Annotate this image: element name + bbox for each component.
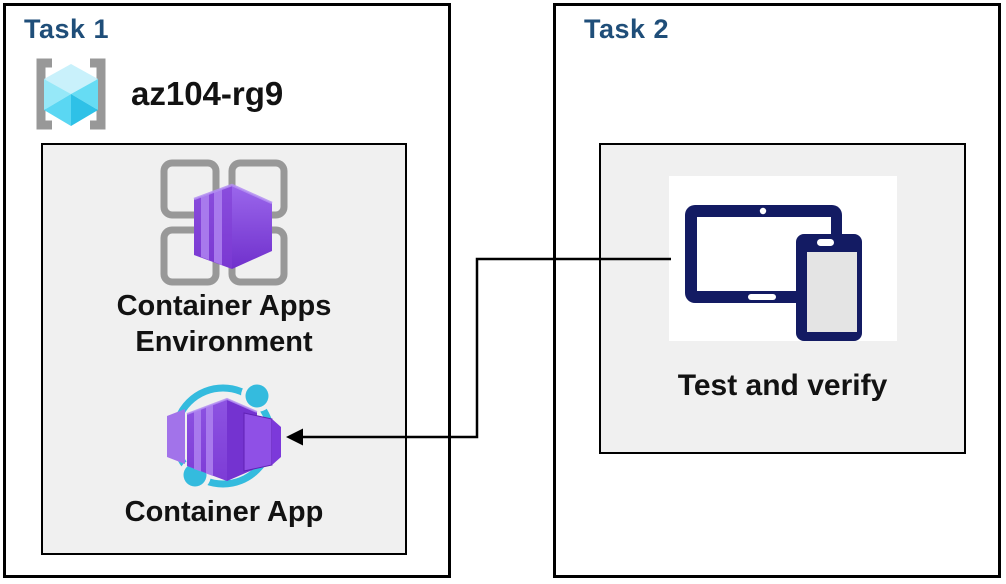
resource-group-row: az104-rg9 [28,58,283,130]
environment-label: Container Apps Environment [116,290,332,358]
container-app-icon [160,372,287,499]
task2-box: Task 2 Test and verify [553,3,1001,578]
tablet-and-phone-icon [669,176,897,341]
task1-title: Task 1 [24,14,110,44]
task2-title: Task 2 [584,14,670,44]
container-app-label: Container App [124,496,324,528]
resource-group-name: az104-rg9 [131,75,284,112]
test-and-verify-panel: Test and verify [599,143,966,454]
test-and-verify-label: Test and verify [677,369,888,402]
container-apps-environment-panel: Container Apps Environment [41,143,407,555]
container-apps-environment-icon [160,159,288,286]
resource-group-icon [28,58,114,130]
task1-box: Task 1 az104-rg9 [3,3,451,578]
